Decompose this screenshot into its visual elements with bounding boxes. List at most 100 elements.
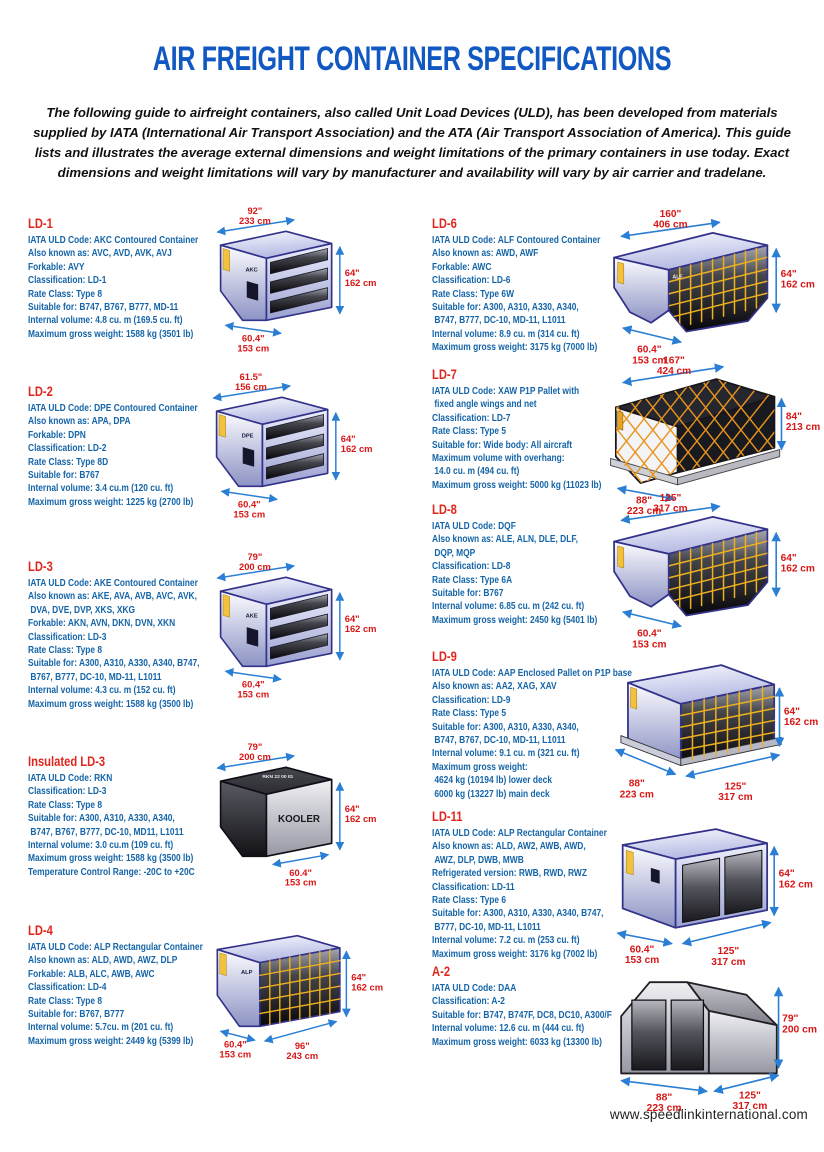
section-heading-insulated-ld-3: Insulated LD-3 (28, 753, 106, 769)
dimension-arrow-bottom-right (681, 919, 772, 947)
container-face (215, 410, 264, 488)
website-link[interactable]: www.speedlinkinternational.com (609, 1107, 808, 1122)
spec-line: Suitable for: A300, A310, A330, A340, (432, 301, 579, 314)
container-detail (270, 287, 328, 314)
spec-line: Classification: A-2 (432, 995, 505, 1008)
dim-cm: 162 cm (351, 981, 383, 992)
spec-line: Internal volume: 5.7cu. m (201 cu. ft) (28, 1021, 174, 1034)
spec-line: DVA, DVE, DVP, XKS, XKG (28, 603, 136, 616)
container-face (219, 590, 268, 668)
container-sticker (219, 952, 227, 976)
spec-line: Also known as: AKE, AVA, AVB, AVC, AVK, (28, 590, 197, 603)
spec-line: Also known as: AA2, XAG, XAV (432, 680, 557, 693)
spec-line: Also known as: ALD, AW2, AWB, AWD, (432, 840, 586, 853)
dim-cm: 153 cm (632, 639, 666, 650)
container-detail (270, 633, 328, 660)
spec-line: B777, DC-10, MD-11, L1011 (432, 920, 541, 933)
dim-inches: 160" (660, 209, 682, 220)
cargo-net (677, 396, 775, 473)
page-title: AIR FREIGHT CONTAINER SPECIFICATIONS (152, 40, 672, 78)
spec-line: IATA ULD Code: AAP Enclosed Pallet on P1… (432, 667, 632, 679)
spec-line: Also known as: AWD, AWF (432, 247, 539, 260)
spec-line: Maximum gross weight: (432, 760, 528, 773)
spec-line: Internal volume: 3.4 cu.m (120 cu. ft) (28, 482, 174, 495)
spec-line: Maximum gross weight: 5000 kg (11023 lb) (432, 478, 602, 491)
spec-line: IATA ULD Code: AKE Contoured Container (28, 577, 198, 589)
spec-line: Also known as: APA, DPA (28, 415, 131, 428)
dimension-arrow-top (620, 218, 721, 240)
dimension-arrow-top (212, 382, 291, 402)
dimension-arrow-bottom-left (224, 668, 282, 683)
spec-line: 6000 kg (13227 lb) main deck (432, 787, 550, 800)
spec-line: Suitable for: Wide body: All aircraft (432, 438, 573, 451)
container-side-label: KOOLER (278, 814, 320, 825)
container-face (613, 540, 670, 608)
dimension-arrow-bottom-left (616, 485, 675, 503)
spec-line: B747, B767, B777, DC-10, MD11, L1011 (28, 825, 184, 838)
dimension-arrow-bottom-left (616, 930, 673, 947)
spec-line: Internal volume: 9.1 cu. m (321 cu. ft) (432, 747, 580, 760)
spec-line: B747, B777, DC-10, MD-11, L1011 (432, 314, 566, 327)
spec-line: Suitable for: A300, A310, A330, A340, (432, 720, 579, 733)
dim-cm: 243 cm (286, 1050, 318, 1061)
spec-line: Maximum gross weight: 1588 kg (3501 lb) (28, 327, 194, 340)
spec-line: Also known as: ALD, AWD, AWZ, DLP (28, 954, 178, 967)
container-label: ALP (241, 970, 253, 976)
container-face (216, 948, 261, 1028)
dim-cm: 223 cm (647, 1103, 682, 1114)
spec-line: IATA ULD Code: ALP Rectangular Container (28, 941, 203, 953)
spec-line: Internal volume: 4.3 cu. m (152 cu. ft) (28, 684, 176, 697)
dimension-arrow-bottom-right (713, 1072, 780, 1094)
spec-line: IATA ULD Code: ALF Contoured Container (432, 234, 601, 246)
spec-line: Forkable: ALB, ALC, AWB, AWC (28, 967, 155, 980)
dim-inches: 60.4" (242, 333, 265, 344)
spec-line: Rate Class: Type 8 (28, 287, 103, 300)
dim-inches: 88" (656, 1092, 672, 1103)
section-heading-ld-4: LD-4 (28, 922, 53, 938)
dim-inches: 64" (341, 433, 356, 444)
dim-inches: 167" (663, 355, 685, 366)
container-illustration-a-2: 79"200 cm 88"223 cm 125"317 cm (620, 981, 817, 1114)
dim-inches: 125" (739, 1090, 761, 1101)
dim-inches: 125" (725, 781, 747, 792)
container-detail (670, 999, 705, 1071)
dim-cm: 162 cm (341, 443, 373, 454)
spec-line: Suitable for: A300, A310, A330, A340, B7… (432, 907, 604, 920)
spec-line: Classification: LD-3 (28, 630, 107, 643)
spec-line: IATA ULD Code: DAA (432, 982, 517, 994)
dim-inches: 79" (247, 551, 262, 562)
dimension-arrow-top (216, 752, 295, 772)
spec-line: IATA ULD Code: ALP Rectangular Container (432, 827, 607, 839)
dim-inches: 79" (782, 1014, 798, 1025)
container-label: DPE (242, 433, 254, 439)
dim-inches: 64" (784, 706, 800, 717)
spec-line: Classification: LD-7 (432, 411, 511, 424)
container-detail (270, 594, 328, 621)
spec-line: Rate Class: Type 6 (432, 894, 507, 907)
dim-inches: 60.4" (637, 345, 662, 356)
spec-line: DQP, MQP (432, 546, 476, 559)
dim-cm: 200 cm (782, 1024, 817, 1035)
dimension-arrow-top (620, 502, 721, 524)
spec-line: Suitable for: B747, B767, B777, MD-11 (28, 301, 179, 314)
spec-line: Rate Class: Type 8 (28, 994, 103, 1007)
section-heading-ld-1: LD-1 (28, 215, 53, 231)
spec-line: Classification: LD-8 (432, 560, 511, 573)
dim-cm: 162 cm (779, 879, 813, 890)
cargo-net (615, 407, 678, 484)
section-heading-ld-3: LD-3 (28, 558, 53, 574)
container-sticker (617, 410, 624, 431)
dim-cm: 317 cm (733, 1101, 768, 1112)
spec-line: Forkable: DPN (28, 428, 86, 441)
spec-line: Rate Class: Type 5 (432, 425, 507, 438)
dim-cm: 153 cm (237, 342, 269, 353)
spec-line: Rate Class: Type 6A (432, 573, 513, 586)
